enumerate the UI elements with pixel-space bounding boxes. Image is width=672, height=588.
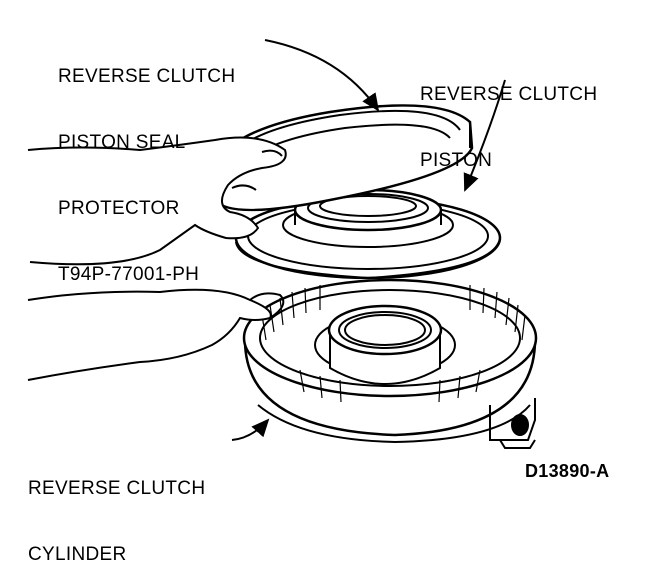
label-cylinder-line-1: REVERSE CLUTCH	[28, 478, 206, 499]
label-piston: REVERSE CLUTCH PISTON	[420, 40, 597, 194]
label-seal-protector-line-4: T94P-77001-PH	[58, 264, 200, 285]
clutch-cylinder-drawing	[242, 278, 538, 449]
leader-cylinder	[231, 418, 270, 441]
label-piston-line-1: REVERSE CLUTCH	[420, 84, 598, 105]
label-piston-line-2: PISTON	[420, 150, 493, 171]
leader-seal-protector	[264, 39, 380, 112]
technical-illustration	[27, 39, 538, 449]
label-seal-protector-line-1: REVERSE CLUTCH	[58, 66, 236, 87]
label-seal-protector-line-3: PROTECTOR	[58, 198, 180, 219]
label-seal-protector-line-2: PISTON SEAL	[58, 132, 186, 153]
clutch-piston-drawing	[234, 188, 502, 280]
label-cylinder: REVERSE CLUTCH CYLINDER	[28, 434, 205, 588]
label-seal-protector: REVERSE CLUTCH PISTON SEAL PROTECTOR T94…	[58, 22, 235, 308]
figure-code: D13890-A	[525, 461, 610, 481]
label-cylinder-line-2: CYLINDER	[28, 544, 127, 565]
hands-drawing	[27, 136, 287, 381]
leader-lines	[231, 39, 506, 441]
leader-piston	[463, 79, 506, 192]
